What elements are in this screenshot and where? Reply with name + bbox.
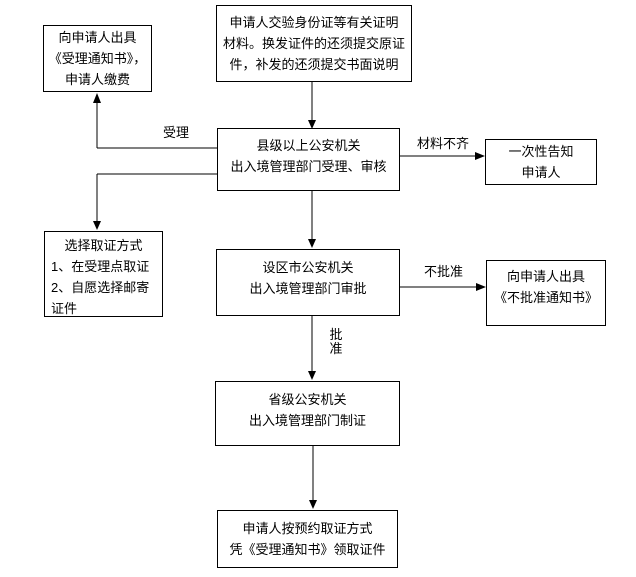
node-text-line: 申请人缴费 xyxy=(64,72,130,87)
node-text-line: 出入境管理部门受理、审核 xyxy=(230,159,387,174)
edge-label-approved: 批准 xyxy=(329,327,343,356)
node-text-line: 2、自愿选择邮寄 xyxy=(51,280,150,295)
edge-label-accepted: 受理 xyxy=(163,125,190,140)
node-text-line: 《受理通知书》， xyxy=(48,51,147,66)
node-text-line: 《不批准通知书》 xyxy=(493,290,598,305)
node-text-line: 一次性告知 xyxy=(508,144,574,159)
node-text-line: 向申请人出具 xyxy=(58,30,137,45)
arrow-accept-to-notice xyxy=(93,93,217,149)
node-text-line: 凭《受理通知书》领取证件 xyxy=(229,542,386,557)
node-text-line: 向申请人出具 xyxy=(506,269,585,284)
arrow-produce-to-receive xyxy=(309,446,317,509)
arrow-accept-to-inform xyxy=(400,152,485,160)
node-one-time-notification: 一次性告知 申请人 xyxy=(485,139,597,185)
node-provincial-psb-production: 省级公安机关 出入境管理部门制证 xyxy=(215,381,400,446)
node-issue-acceptance-notice: 向申请人出具 《受理通知书》， 申请人缴费 xyxy=(43,25,152,92)
node-applicant-submits-documents: 申请人交验身份证等有关证明 材料。换发证件的还须提交原证 件，补发的还须提交书面… xyxy=(216,5,412,82)
node-text-line: 选择取证方式 xyxy=(64,238,143,253)
node-county-psb-acceptance-review: 县级以上公安机关 出入境管理部门受理、审核 xyxy=(217,128,400,191)
node-choose-pickup-method: 选择取证方式 1、在受理点取证 2、自愿选择邮寄 证件 xyxy=(44,231,163,317)
node-text-line: 设区市公安机关 xyxy=(262,260,354,275)
edge-label-materials-incomplete: 材料不齐 xyxy=(417,136,470,151)
arrow-approve-to-reject xyxy=(400,283,486,291)
edge-label-not-approved: 不批准 xyxy=(424,264,464,279)
node-text-line: 申请人 xyxy=(521,165,561,180)
arrow-accept-to-choose xyxy=(93,173,217,230)
arrow-accept-to-approve xyxy=(308,191,316,248)
node-text-line: 出入境管理部门审批 xyxy=(249,281,367,296)
node-text-line: 材料。换发证件的还须提交原证 xyxy=(222,36,405,51)
node-text-line: 证件 xyxy=(51,301,78,316)
node-applicant-collects-document: 申请人按预约取证方式 凭《受理通知书》领取证件 xyxy=(217,510,398,568)
arrow-approve-to-produce xyxy=(308,316,316,380)
node-text-line: 申请人按预约取证方式 xyxy=(242,521,373,536)
node-text-line: 件，补发的还须提交书面说明 xyxy=(229,57,399,72)
arrow-submit-to-accept xyxy=(308,82,316,129)
node-text-line: 出入境管理部门制证 xyxy=(248,413,366,428)
node-text-line: 申请人交验身份证等有关证明 xyxy=(229,15,399,30)
node-issue-rejection-notice: 向申请人出具 《不批准通知书》 xyxy=(486,260,606,326)
node-text-line: 1、在受理点取证 xyxy=(51,259,150,274)
node-text-line: 县级以上公安机关 xyxy=(256,138,361,153)
node-text-line: 省级公安机关 xyxy=(268,392,347,407)
node-city-psb-approval: 设区市公安机关 出入境管理部门审批 xyxy=(216,249,400,316)
